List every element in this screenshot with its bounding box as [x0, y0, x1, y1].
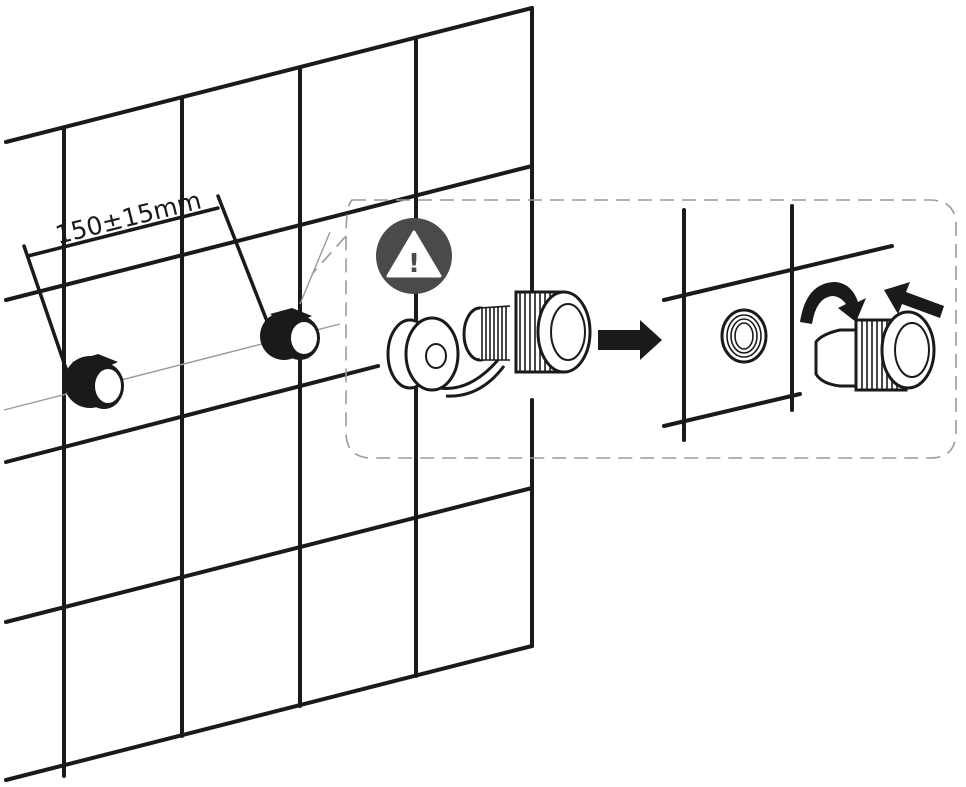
detail-frame: [345, 199, 957, 459]
rotate-arrow-icon: [800, 282, 866, 324]
warning-badge: !: [376, 218, 452, 294]
arrow-right-icon: [598, 320, 662, 360]
wall-fitting-right: [260, 308, 320, 360]
wall-opening-detail: [662, 204, 894, 442]
wall-fitting-left: [64, 354, 124, 409]
installed-adapter: [814, 310, 936, 392]
nut-threads: [481, 306, 507, 360]
adapter-assembly: [386, 290, 592, 398]
warning-icon: !: [386, 230, 442, 279]
push-arrow-icon: [884, 282, 944, 318]
dimension-callout: 150±15mm: [22, 186, 274, 394]
opening-threads: [726, 314, 762, 358]
warning-glyph: !: [408, 249, 420, 279]
